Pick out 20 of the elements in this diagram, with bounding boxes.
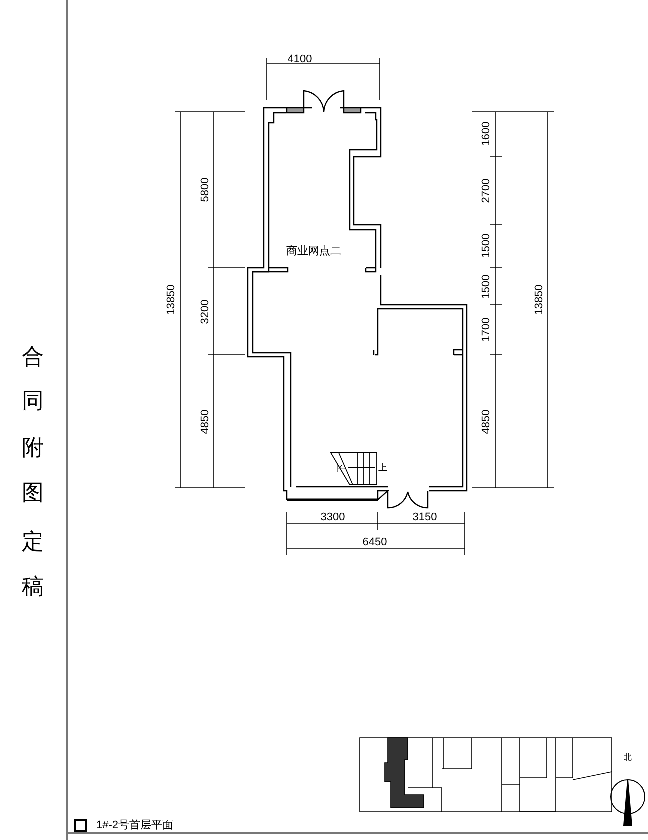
dimension-text: 4850 [200, 410, 212, 434]
dimension-text: 13850 [534, 284, 546, 316]
dimension-text: 3300 [320, 512, 346, 524]
dimension-text: 3200 [200, 300, 212, 324]
dimension-text: 3150 [412, 512, 438, 524]
dimension-text: 5800 [200, 178, 212, 202]
dimension-text: 1500 [482, 234, 492, 258]
dimension-text: 1500 [482, 274, 492, 300]
dimension-text: 6450 [362, 538, 388, 548]
dimension-text: 2700 [482, 178, 492, 204]
room-label: 商业网点二 [286, 246, 342, 258]
dimension-text: 1600 [482, 122, 492, 146]
stair-label: 上 [378, 464, 388, 472]
dimension-text: 1700 [482, 318, 492, 342]
dimension-text: 4100 [288, 54, 312, 66]
north-label: 北 [624, 754, 632, 762]
title-text: 合同附图定稿 [22, 327, 44, 603]
dimension-text: 4850 [482, 410, 492, 434]
drawing-caption: 1#-2号首层平面 [96, 820, 174, 832]
dimension-text: 13850 [166, 284, 178, 316]
